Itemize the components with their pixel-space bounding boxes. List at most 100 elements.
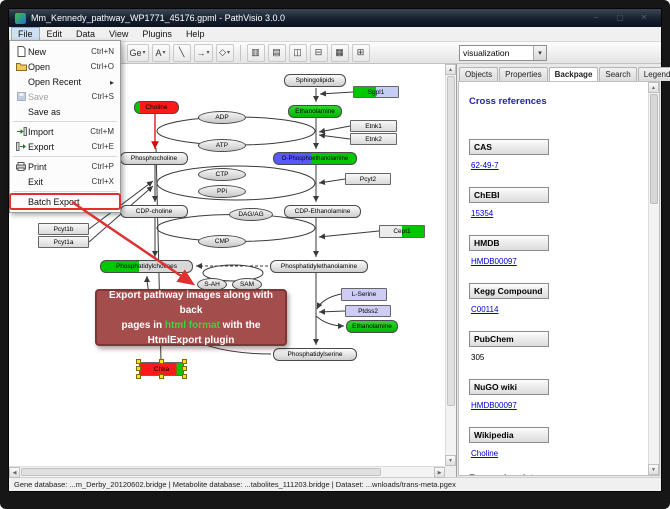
chebi-link[interactable]: 15354 [471, 209, 494, 218]
nugo-link[interactable]: HMDB00097 [471, 401, 517, 410]
align-top-icon: ⊟ [314, 47, 323, 57]
vertical-scroll-thumb[interactable] [447, 76, 455, 406]
menu-plugins[interactable]: Plugins [142, 29, 172, 39]
node-pcyt2[interactable]: Pcyt2 [345, 173, 391, 185]
selection-handle[interactable] [182, 366, 187, 371]
selection-handle[interactable] [136, 359, 141, 364]
hmdb-link[interactable]: HMDB00097 [471, 257, 517, 266]
scroll-down-icon[interactable] [648, 464, 659, 475]
menu-item-accel: Ctrl+P [91, 162, 114, 171]
shape-tool-button[interactable]: ◇ [215, 43, 234, 62]
kegg-link[interactable]: C00114 [471, 305, 499, 314]
tab-legend[interactable]: Legend [637, 67, 670, 81]
menu-item-export[interactable]: Export Ctrl+E [10, 139, 120, 154]
backpage-section-cas: CAS 62-49-7 [469, 137, 635, 170]
backpage-section-kegg: Kegg Compound C00114 [469, 281, 635, 314]
backpage-scrollbar[interactable] [648, 82, 659, 475]
node-ptdss2[interactable]: Ptdss2 [345, 305, 391, 317]
label-tool-button[interactable]: A [151, 43, 170, 62]
selection-handle[interactable] [158, 359, 164, 364]
selection-handle[interactable] [136, 366, 141, 371]
pathway-canvas[interactable]: Sphingolipids Sgpl1 Choline Ethanolamine… [9, 64, 445, 466]
node-sphingolipids[interactable]: Sphingolipids [284, 74, 346, 87]
tab-objects[interactable]: Objects [459, 67, 499, 81]
node-choline[interactable]: Choline [134, 101, 179, 114]
maximize-button[interactable] [609, 12, 631, 24]
menu-item-open-recent[interactable]: Open Recent [10, 74, 120, 89]
canvas-vertical-scrollbar[interactable] [445, 64, 456, 466]
node-o-phosphoethanolamine[interactable]: O-Phosphoethanolamine [273, 152, 357, 165]
scroll-up-icon[interactable] [648, 82, 659, 93]
node-cdp-choline[interactable]: CDP-choline [120, 205, 188, 218]
menu-item-open[interactable]: Open Ctrl+O [10, 59, 120, 74]
scroll-right-icon[interactable] [434, 467, 445, 478]
minimize-button[interactable] [585, 12, 607, 24]
node-cdp-ethanolamine[interactable]: CDP-Ethanolamine [284, 205, 361, 218]
cas-link[interactable]: 62-49-7 [471, 161, 499, 170]
menu-data[interactable]: Data [76, 29, 96, 39]
node-adp[interactable]: ADP [198, 111, 246, 124]
wikipedia-link[interactable]: Choline [471, 449, 499, 458]
selection-handle[interactable] [182, 359, 187, 364]
line-tool-button[interactable]: ╲ [172, 43, 191, 62]
align-center-horizontal-button[interactable]: ▥ [246, 43, 265, 62]
align-top-button[interactable]: ⊟ [309, 43, 328, 62]
node-phosphatidylserine[interactable]: Phosphatidylserine [273, 348, 357, 361]
scroll-down-icon[interactable] [445, 455, 456, 466]
visualization-dropdown-icon[interactable] [533, 45, 546, 60]
node-cmp[interactable]: CMP [198, 235, 246, 248]
node-ethanolamine[interactable]: Ethanolamine [288, 105, 342, 118]
canvas-horizontal-scrollbar[interactable] [9, 466, 445, 478]
horizontal-scroll-thumb[interactable] [21, 468, 381, 476]
menu-item-print[interactable]: Print Ctrl+P [10, 159, 120, 174]
menu-help[interactable]: Help [185, 29, 205, 39]
arrow-tool-button[interactable]: → [193, 43, 213, 62]
close-button[interactable] [633, 12, 655, 24]
node-pcyt1a[interactable]: Pcyt1a [38, 236, 89, 248]
node-sgpl1[interactable]: Sgpl1 [353, 86, 399, 98]
node-dag[interactable]: DAG/AG [229, 208, 273, 221]
menu-item-accel: Ctrl+M [90, 127, 114, 136]
datanode-tool-button[interactable]: Ge [126, 43, 149, 62]
selection-handle[interactable] [136, 374, 141, 379]
stack-vertical-button[interactable]: ▦ [330, 43, 349, 62]
selection-handle[interactable] [182, 374, 187, 379]
menu-item-new[interactable]: New Ctrl+N [10, 44, 120, 59]
node-phosphocholine[interactable]: Phosphocholine [120, 152, 188, 165]
align-left-button[interactable]: ◫ [288, 43, 307, 62]
menu-view[interactable]: View [109, 29, 129, 39]
node-l-serine[interactable]: L-Serine [341, 288, 387, 301]
node-chka-selected[interactable]: Chka [136, 359, 187, 379]
menu-item-save[interactable]: Save Ctrl+S [10, 89, 120, 104]
menu-item-save-as[interactable]: Save as [10, 104, 120, 119]
node-etnk2[interactable]: Etnk2 [350, 133, 397, 145]
node-etnk1[interactable]: Etnk1 [350, 120, 397, 132]
tab-properties[interactable]: Properties [499, 67, 548, 81]
stack-horizontal-button[interactable]: ⊞ [351, 43, 370, 62]
menu-item-batch-export[interactable]: Batch Export [9, 193, 121, 210]
menu-edit[interactable]: Edit [46, 29, 63, 39]
node-pcyt1b[interactable]: Pcyt1b [38, 223, 89, 235]
backpage-scroll-thumb[interactable] [650, 94, 658, 204]
menu-item-import[interactable]: Import Ctrl+M [10, 124, 120, 139]
scroll-left-icon[interactable] [9, 467, 20, 478]
menu-file[interactable]: File [11, 27, 40, 41]
window-body: Mm_Kennedy_pathway_WP1771_45176.gpml - P… [8, 8, 670, 492]
node-ethanolamine-bottom[interactable]: Ethanolamine [346, 320, 398, 333]
node-phosphatidylethanolamine[interactable]: Phosphatidylethanolamine [270, 260, 368, 273]
node-cept1[interactable]: Cept1 [379, 225, 425, 238]
menu-item-exit[interactable]: Exit Ctrl+X [10, 174, 120, 189]
tab-backpage[interactable]: Backpage [548, 67, 599, 82]
align-center-vertical-button[interactable]: ▤ [267, 43, 286, 62]
scroll-up-icon[interactable] [445, 64, 456, 75]
selection-handle[interactable] [158, 374, 164, 379]
node-atp[interactable]: ATP [198, 139, 246, 152]
node-ppi[interactable]: PPi [198, 185, 246, 198]
node-phosphatidylcholines[interactable]: Phosphatidylcholines [100, 260, 193, 273]
node-ctp[interactable]: CTP [198, 168, 246, 181]
tab-search[interactable]: Search [599, 67, 637, 81]
title-bar[interactable]: Mm_Kennedy_pathway_WP1771_45176.gpml - P… [9, 9, 661, 27]
visualization-combobox[interactable]: visualization [459, 44, 547, 61]
menu-item-label: Open Recent [28, 76, 82, 87]
